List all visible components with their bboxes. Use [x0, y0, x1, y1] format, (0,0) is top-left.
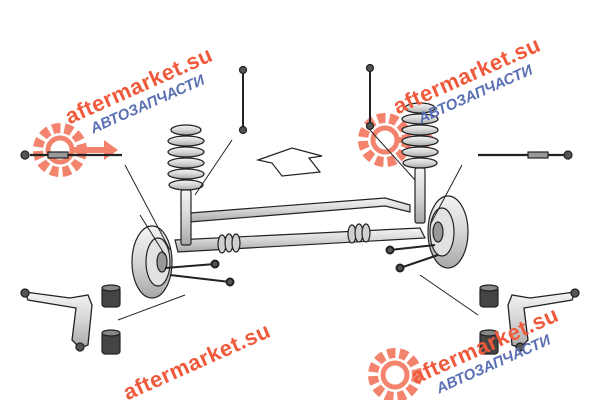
right-shock-absorber: [414, 167, 426, 224]
bushing-left-bottom: [101, 329, 121, 355]
stabilizer-link-right: [365, 63, 375, 131]
right-coil-spring: [401, 102, 439, 169]
gear-logo-icon: [368, 348, 422, 400]
lower-links-right: [385, 244, 439, 273]
control-arm-right: [507, 288, 580, 352]
direction-arrow-icon: [255, 147, 323, 177]
stabilizer-link-left: [238, 65, 248, 135]
bushing-left-top: [101, 284, 121, 308]
bushing-right-top: [479, 284, 499, 308]
axle-boot-right: [347, 223, 371, 244]
control-arm-left: [20, 288, 93, 352]
axle-boot-left: [217, 233, 241, 254]
left-coil-spring: [167, 124, 205, 191]
left-wheel-hub: [131, 225, 173, 299]
left-shock-absorber: [180, 189, 192, 246]
lower-links-left: [164, 259, 235, 287]
tie-rod-right: [478, 150, 573, 160]
bushing-right-bottom: [479, 329, 499, 355]
tie-rod-left: [20, 150, 122, 160]
leader-lines: [117, 129, 479, 321]
rear-axle-beam: [174, 197, 426, 254]
right-wheel-hub: [427, 195, 469, 269]
